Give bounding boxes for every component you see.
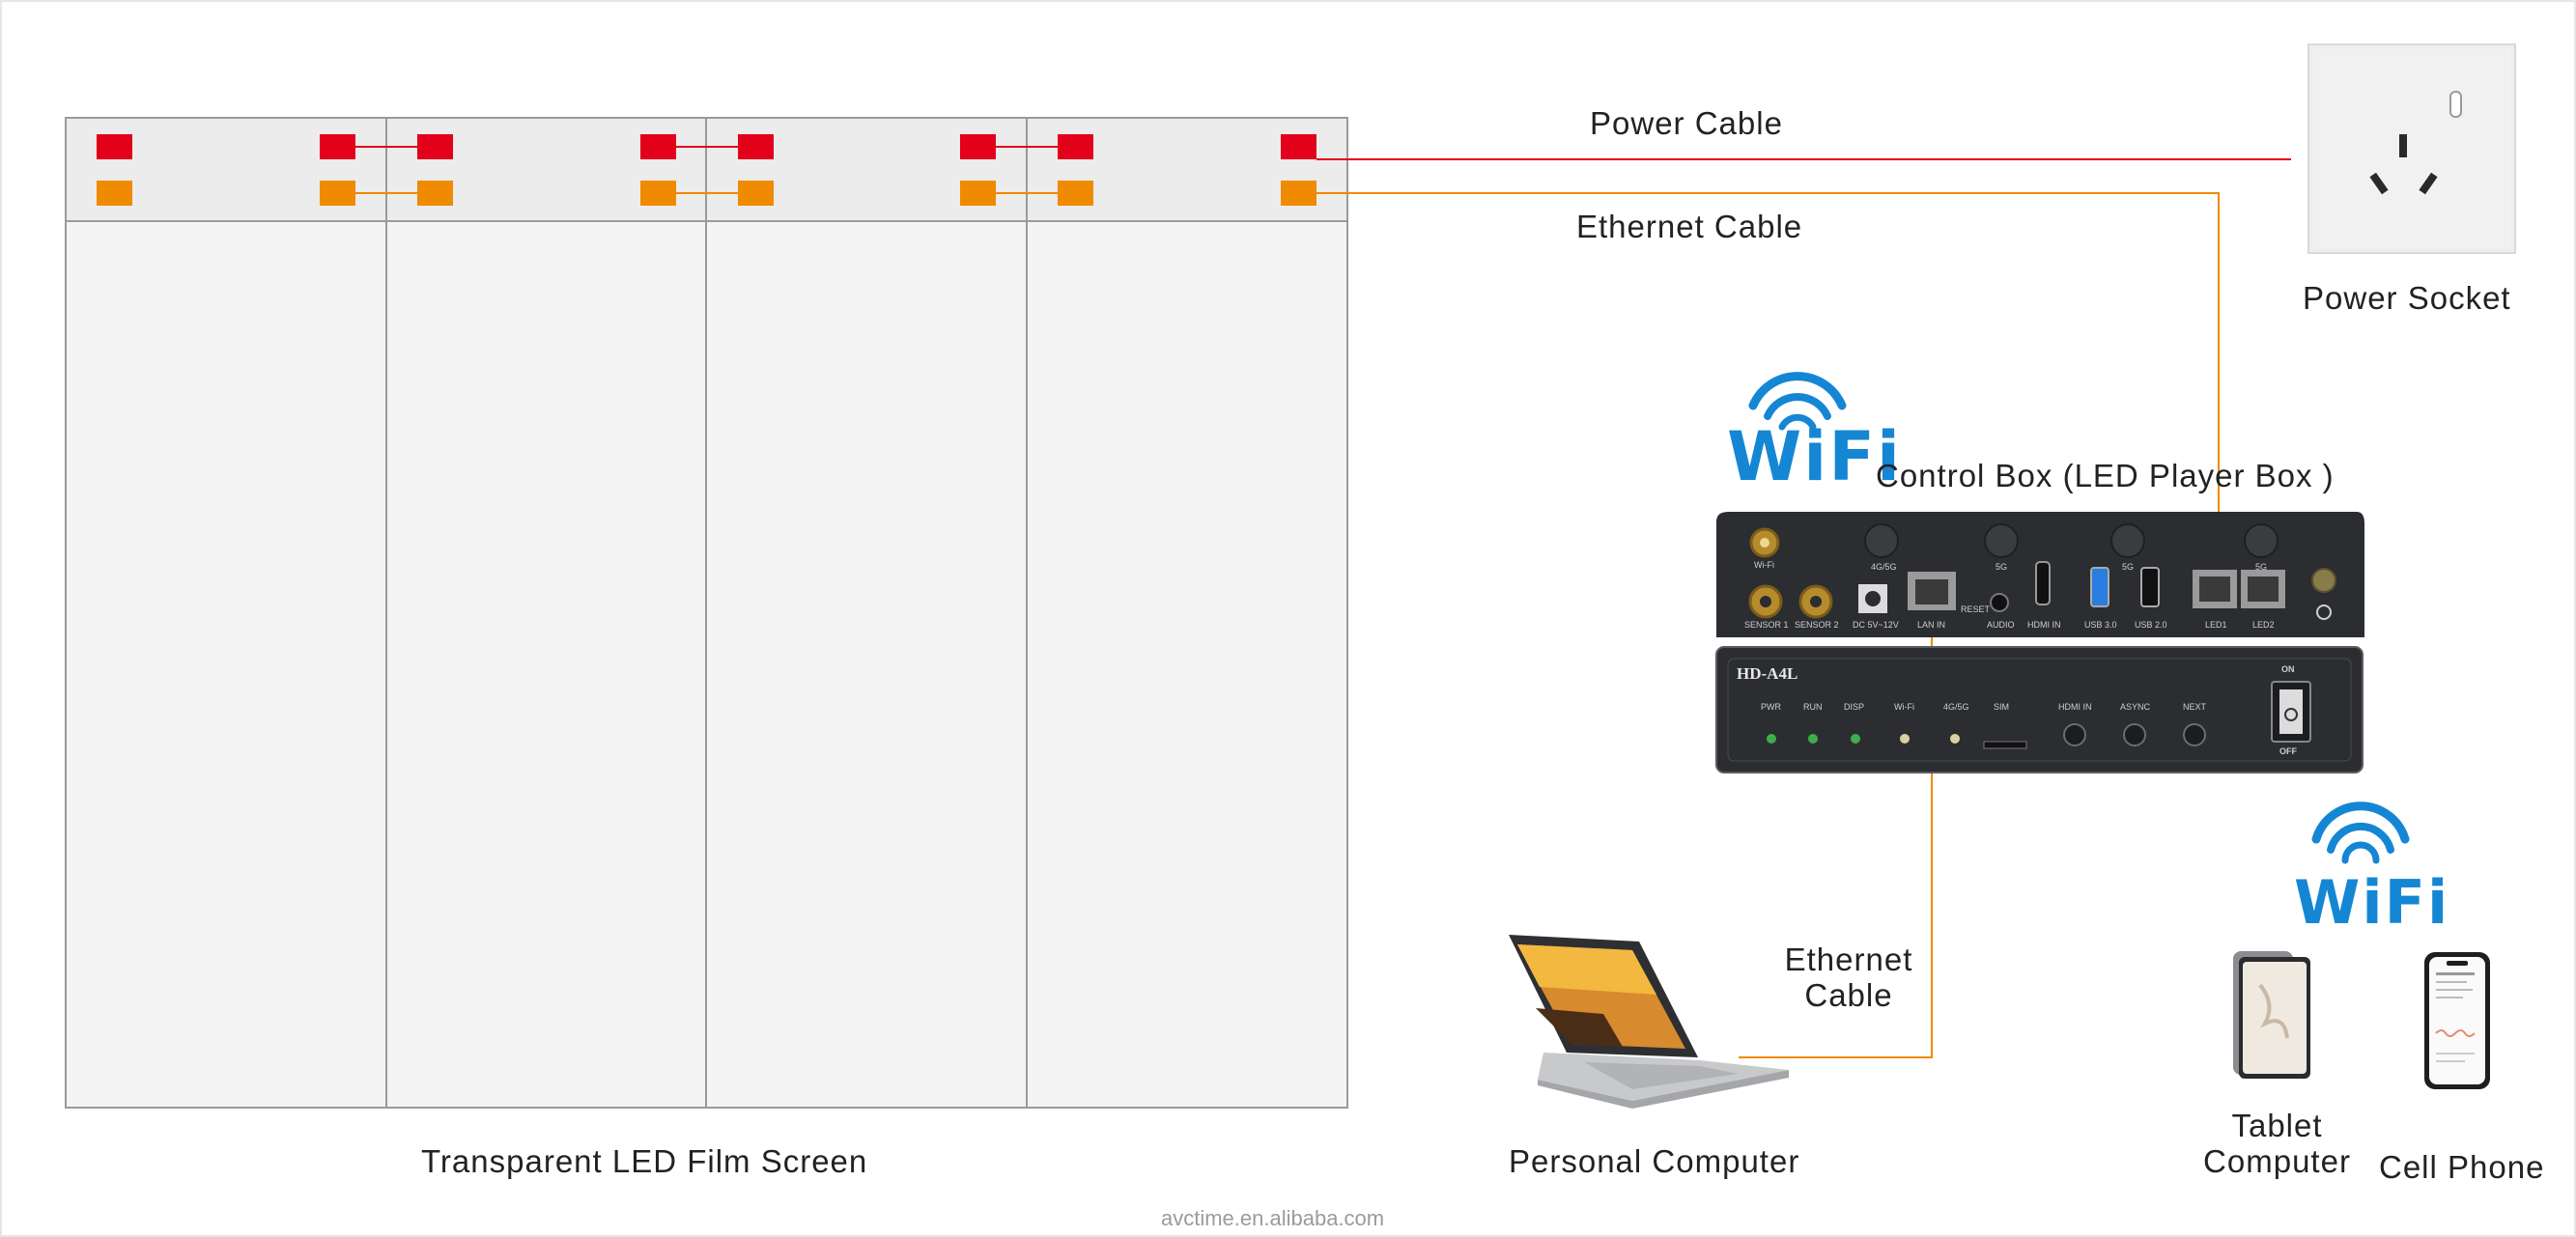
power-cable-label: Power Cable bbox=[1590, 105, 1783, 141]
led-film-screen bbox=[65, 117, 1348, 1109]
control-box-label: Control Box (LED Player Box ) bbox=[1876, 458, 2335, 493]
ethernet-cable-bottom-line1: Ethernet bbox=[1784, 942, 1913, 977]
antenna-port bbox=[2244, 523, 2279, 558]
hdmi-in-front-port bbox=[2063, 723, 2086, 746]
ethernet-connector bbox=[97, 181, 132, 206]
power-socket-label: Power Socket bbox=[2303, 280, 2511, 316]
ethernet-connector bbox=[1281, 181, 1316, 206]
wifi-arcs-bottom bbox=[2311, 801, 2410, 864]
front-next-label: NEXT bbox=[2183, 702, 2207, 712]
ground-screw bbox=[2311, 568, 2336, 593]
wifi-arcs-top bbox=[1748, 372, 1847, 431]
power-socket bbox=[2307, 43, 2516, 254]
power-connectors bbox=[97, 134, 1316, 159]
front-4g5g-label: 4G/5G bbox=[1943, 702, 1969, 712]
front-async-label: ASYNC bbox=[2120, 702, 2151, 712]
led-wifi bbox=[1900, 734, 1910, 744]
led-pwr bbox=[1767, 734, 1776, 744]
rear-sensor2-label: SENSOR 2 bbox=[1795, 620, 1839, 630]
rear-5g-b-label: 5G bbox=[2122, 562, 2135, 572]
power-connector bbox=[417, 134, 453, 159]
front-sim-label: SIM bbox=[1994, 702, 2010, 712]
front-wifi-label: Wi-Fi bbox=[1894, 702, 1914, 712]
cell-phone bbox=[2424, 952, 2490, 1089]
rear-usb2-label: USB 2.0 bbox=[2135, 620, 2167, 630]
antenna-port bbox=[1984, 523, 2019, 558]
rear-4g5g-label: 4G/5G bbox=[1871, 562, 1897, 572]
ethernet-connector bbox=[417, 181, 453, 206]
ethernet-connectors bbox=[97, 181, 1316, 206]
ethernet-connector bbox=[738, 181, 774, 206]
ethernet-connector bbox=[960, 181, 996, 206]
power-connector bbox=[1058, 134, 1093, 159]
tablet bbox=[2233, 951, 2310, 1079]
control-box-front bbox=[1715, 646, 2364, 773]
ethernet-cable-top-label: Ethernet Cable bbox=[1576, 209, 1803, 244]
power-connector bbox=[640, 134, 676, 159]
rear-reset-label: RESET bbox=[1961, 604, 1991, 614]
personal-computer-label: Personal Computer bbox=[1509, 1143, 1800, 1179]
cell-phone-label: Cell Phone bbox=[2379, 1149, 2545, 1185]
sim-slot bbox=[1983, 741, 2027, 749]
usb3-port bbox=[2090, 567, 2109, 607]
ethernet-cable-line bbox=[1316, 192, 2220, 570]
led-screen-label: Transparent LED Film Screen bbox=[421, 1143, 868, 1179]
rear-wifi-label: Wi-Fi bbox=[1754, 560, 1774, 570]
front-on-label: ON bbox=[2281, 664, 2295, 674]
front-run-label: RUN bbox=[1803, 702, 1823, 712]
antenna-port bbox=[2110, 523, 2145, 558]
front-pwr-label: PWR bbox=[1761, 702, 1781, 712]
wifi-logo-top: WiFi bbox=[1727, 417, 1903, 496]
led-run bbox=[1808, 734, 1818, 744]
laptop bbox=[1509, 935, 1789, 1109]
rear-hdmi-in-label: HDMI IN bbox=[2027, 620, 2061, 630]
led-4g bbox=[1950, 734, 1960, 744]
tablet-line2: Computer bbox=[2203, 1143, 2351, 1179]
rear-5g-a-label: 5G bbox=[1996, 562, 2008, 572]
rear-led1-label: LED1 bbox=[2205, 620, 2227, 630]
tablet-line1: Tablet bbox=[2231, 1108, 2323, 1143]
ethernet-connector bbox=[1058, 181, 1093, 206]
led-disp bbox=[1851, 734, 1860, 744]
next-button bbox=[2183, 723, 2206, 746]
wifi-logo-bottom: WiFi bbox=[2294, 867, 2450, 938]
ethernet-cable-bottom-label: Ethernet Cable bbox=[1773, 942, 1924, 1013]
tablet-computer-label: Tablet Computer bbox=[2193, 1108, 2362, 1179]
power-connector bbox=[738, 134, 774, 159]
power-connector bbox=[1281, 134, 1316, 159]
model-label: HD-A4L bbox=[1737, 664, 1798, 683]
power-connector bbox=[97, 134, 132, 159]
ethernet-connector bbox=[320, 181, 355, 206]
power-connector bbox=[960, 134, 996, 159]
front-disp-label: DISP bbox=[1844, 702, 1865, 712]
ethernet-cable-bottom-line2: Cable bbox=[1804, 977, 1893, 1013]
usb2-port bbox=[2140, 567, 2160, 607]
power-connector bbox=[320, 134, 355, 159]
hdmi-in-port bbox=[2035, 561, 2051, 605]
rear-lan-in-label: LAN IN bbox=[1917, 620, 1946, 630]
rear-audio-label: AUDIO bbox=[1987, 620, 2015, 630]
antenna-port bbox=[1864, 523, 1899, 558]
rear-dc-label: DC 5V~12V bbox=[1853, 620, 1899, 630]
ethernet-connector bbox=[640, 181, 676, 206]
rear-led2-label: LED2 bbox=[2252, 620, 2275, 630]
watermark: avctime.en.alibaba.com bbox=[1161, 1206, 1385, 1230]
front-hdmi-in-label: HDMI IN bbox=[2058, 702, 2092, 712]
rear-5g-c-label: 5G bbox=[2255, 562, 2268, 572]
async-button bbox=[2123, 723, 2146, 746]
control-box-rear bbox=[1716, 512, 2364, 637]
rear-sensor1-label: SENSOR 1 bbox=[1744, 620, 1789, 630]
rear-usb3-label: USB 3.0 bbox=[2084, 620, 2117, 630]
audio-port bbox=[1990, 593, 2009, 612]
front-off-label: OFF bbox=[2279, 746, 2297, 756]
